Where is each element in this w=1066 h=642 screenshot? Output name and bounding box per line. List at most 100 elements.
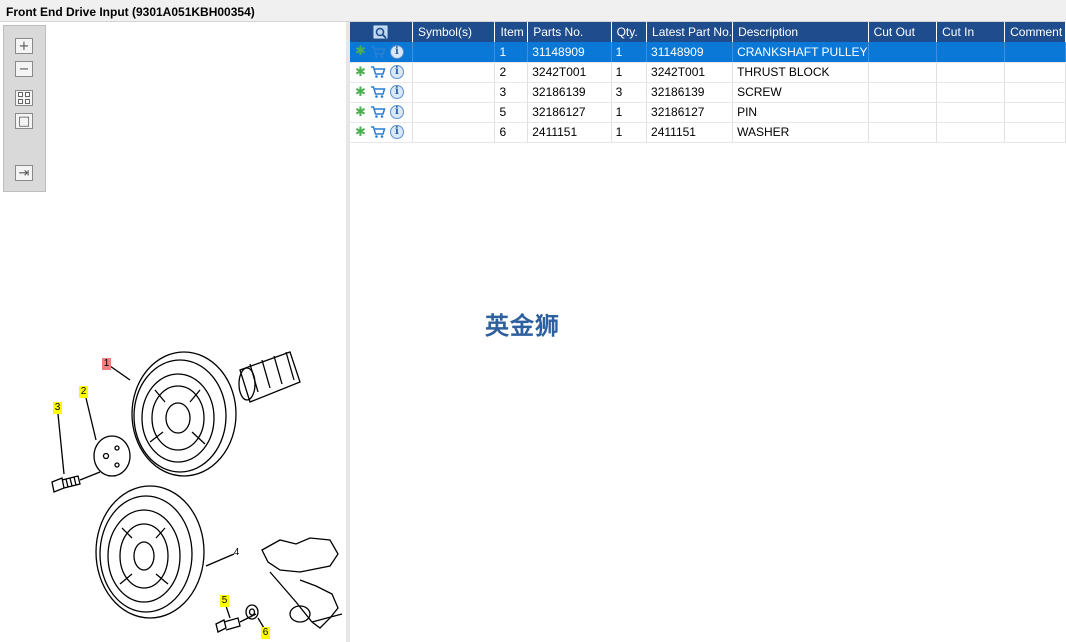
cell-latest-part-no: 2411151 bbox=[646, 122, 734, 143]
column-header-symbols[interactable]: Symbol(s) bbox=[412, 22, 496, 42]
column-header-latest-part-no[interactable]: Latest Part No. bbox=[646, 22, 734, 42]
table-header-row: Symbol(s) Item Parts No. Qty. Latest Par… bbox=[350, 22, 1066, 42]
cell-qty: 3 bbox=[611, 82, 648, 103]
cell-parts-no: 32186139 bbox=[527, 82, 612, 103]
cart-icon[interactable] bbox=[370, 65, 386, 79]
cell-cut-out bbox=[868, 62, 938, 83]
table-row[interactable]: ✱ i 1 31148909 1 31148909 CRANKSHAFT PUL… bbox=[350, 42, 1066, 63]
cell-qty: 1 bbox=[611, 122, 648, 143]
fit-window-icon[interactable]: □ bbox=[15, 113, 33, 129]
cell-cut-out bbox=[868, 42, 938, 63]
gear-icon[interactable]: ✱ bbox=[355, 44, 366, 60]
cart-icon[interactable] bbox=[370, 85, 386, 99]
column-header-cut-in[interactable]: Cut In bbox=[936, 22, 1006, 42]
info-icon[interactable]: i bbox=[389, 125, 404, 139]
cell-item: 1 bbox=[494, 42, 529, 63]
info-icon[interactable]: i bbox=[389, 44, 404, 59]
column-header-cut-out[interactable]: Cut Out bbox=[868, 22, 938, 42]
cell-cut-in bbox=[936, 122, 1006, 143]
cell-symbol bbox=[412, 62, 496, 83]
cart-icon[interactable] bbox=[370, 105, 386, 119]
row-actions-cell: ✱ i bbox=[350, 42, 413, 63]
cell-comment bbox=[1004, 82, 1066, 103]
info-icon[interactable]: i bbox=[389, 85, 404, 99]
cell-parts-no: 2411151 bbox=[527, 122, 612, 143]
cell-latest-part-no: 31148909 bbox=[646, 42, 734, 63]
cell-cut-in bbox=[936, 102, 1006, 123]
cell-description: WASHER bbox=[732, 122, 869, 143]
callout-2[interactable]: 2 bbox=[79, 386, 88, 398]
table-row[interactable]: ✱ i 2 3242T001 1 3242T001 THRUST BLOCK bbox=[350, 62, 1066, 83]
table-row[interactable]: ✱ i 5 32186127 1 32186127 PIN bbox=[350, 102, 1066, 123]
window-title: Front End Drive Input (9301A051KBH00354) bbox=[0, 0, 1066, 22]
exploded-parts-diagram: 1 2 3 4 5 6 bbox=[0, 322, 346, 642]
cart-icon[interactable] bbox=[370, 125, 386, 139]
cell-comment bbox=[1004, 102, 1066, 123]
parts-list-pane: Symbol(s) Item Parts No. Qty. Latest Par… bbox=[350, 22, 1066, 642]
watermark-logo: 英金狮 bbox=[485, 312, 560, 340]
gear-icon[interactable]: ✱ bbox=[355, 84, 366, 100]
cell-description: PIN bbox=[732, 102, 869, 123]
row-actions-cell: ✱ i bbox=[350, 62, 413, 83]
column-header-item[interactable]: Item bbox=[494, 22, 529, 42]
cell-qty: 1 bbox=[611, 42, 648, 63]
info-icon[interactable]: i bbox=[389, 65, 404, 79]
cell-cut-out bbox=[868, 82, 938, 103]
cell-comment bbox=[1004, 42, 1066, 63]
cell-cut-in bbox=[936, 62, 1006, 83]
column-header-comment[interactable]: Comment bbox=[1004, 22, 1066, 42]
cell-description: THRUST BLOCK bbox=[732, 62, 869, 83]
callout-6[interactable]: 6 bbox=[261, 627, 270, 639]
table-row[interactable]: ✱ i 3 32186139 3 32186139 SCREW bbox=[350, 82, 1066, 103]
gear-icon[interactable]: ✱ bbox=[355, 104, 366, 120]
cell-qty: 1 bbox=[611, 62, 648, 83]
table-row[interactable]: ✱ i 6 2411151 1 2411151 WASHER bbox=[350, 122, 1066, 143]
zoom-in-icon[interactable]: + bbox=[15, 38, 33, 54]
fit-all-icon[interactable] bbox=[15, 90, 33, 106]
cell-comment bbox=[1004, 62, 1066, 83]
column-header-description[interactable]: Description bbox=[732, 22, 869, 42]
cell-symbol bbox=[412, 122, 496, 143]
cart-icon[interactable] bbox=[370, 45, 386, 59]
diagram-pane[interactable]: + − □ ⇥ bbox=[0, 22, 346, 642]
cell-item: 6 bbox=[494, 122, 529, 143]
gear-icon[interactable]: ✱ bbox=[355, 124, 366, 140]
callout-3[interactable]: 3 bbox=[53, 402, 62, 414]
cell-comment bbox=[1004, 122, 1066, 143]
export-icon[interactable]: ⇥ bbox=[15, 165, 33, 181]
cell-symbol bbox=[412, 42, 496, 63]
parts-table: Symbol(s) Item Parts No. Qty. Latest Par… bbox=[350, 22, 1066, 143]
callout-4[interactable]: 4 bbox=[233, 547, 240, 558]
cell-parts-no: 3242T001 bbox=[527, 62, 612, 83]
search-parts-icon[interactable] bbox=[373, 25, 389, 40]
row-actions-cell: ✱ i bbox=[350, 122, 413, 143]
cell-symbol bbox=[412, 102, 496, 123]
cell-latest-part-no: 32186139 bbox=[646, 82, 734, 103]
cell-cut-out bbox=[868, 102, 938, 123]
cell-item: 5 bbox=[494, 102, 529, 123]
cell-parts-no: 31148909 bbox=[527, 42, 612, 63]
cell-qty: 1 bbox=[611, 102, 648, 123]
column-header-parts-no[interactable]: Parts No. bbox=[527, 22, 612, 42]
zoom-toolbar: + − □ ⇥ bbox=[3, 25, 46, 192]
cell-parts-no: 32186127 bbox=[527, 102, 612, 123]
row-actions-cell: ✱ i bbox=[350, 82, 413, 103]
cell-symbol bbox=[412, 82, 496, 103]
cell-description: CRANKSHAFT PULLEY bbox=[732, 42, 869, 63]
column-header-actions[interactable] bbox=[350, 22, 413, 42]
parts-drawing bbox=[51, 351, 343, 633]
row-actions-cell: ✱ i bbox=[350, 102, 413, 123]
info-icon[interactable]: i bbox=[389, 105, 404, 119]
zoom-out-icon[interactable]: − bbox=[15, 61, 33, 77]
callout-5[interactable]: 5 bbox=[220, 595, 229, 607]
cell-cut-out bbox=[868, 122, 938, 143]
cell-item: 2 bbox=[494, 62, 529, 83]
gear-icon[interactable]: ✱ bbox=[355, 64, 366, 80]
pane-splitter[interactable] bbox=[346, 22, 350, 642]
cell-latest-part-no: 3242T001 bbox=[646, 62, 734, 83]
callout-1[interactable]: 1 bbox=[102, 358, 111, 370]
cell-description: SCREW bbox=[732, 82, 869, 103]
column-header-qty[interactable]: Qty. bbox=[611, 22, 648, 42]
cell-cut-in bbox=[936, 82, 1006, 103]
cell-cut-in bbox=[936, 42, 1006, 63]
